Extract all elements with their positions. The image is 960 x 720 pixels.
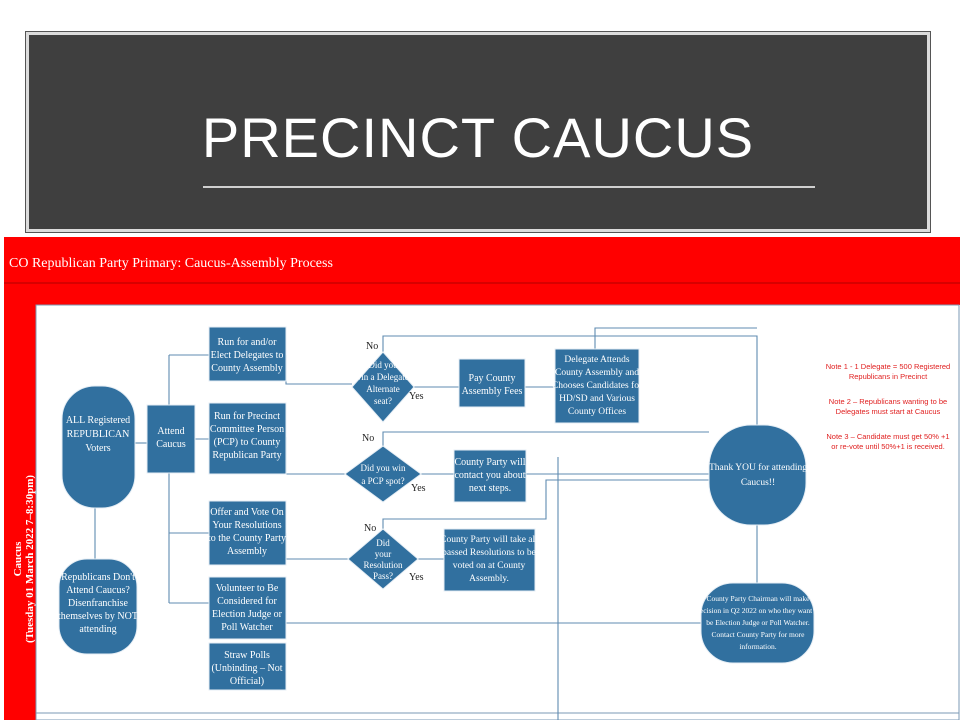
- note1-line-2: Republicans in Precinct: [849, 372, 928, 381]
- chairman-line-5: information.: [739, 642, 776, 651]
- task3-line-3: to the County Party: [208, 533, 286, 544]
- title-underline: [203, 186, 815, 188]
- note2-line-2: Delegates must start at Caucus: [836, 407, 941, 416]
- no-label-2: No: [362, 433, 374, 444]
- not-attend-line-2: Attend Caucus?: [66, 585, 130, 596]
- not-attend-line-1: Republicans Don't: [61, 572, 135, 583]
- task4-line-3: Election Judge or: [212, 609, 283, 620]
- side-band: [4, 305, 36, 720]
- decision2-line-2: a PCP spot?: [361, 476, 404, 486]
- outcome1-line-1: Pay County: [469, 373, 516, 384]
- title-panel: PRECINCT CAUCUS: [25, 31, 931, 233]
- decision1-line-2: win a Delegate/: [355, 372, 412, 382]
- outcome4-line-1: County Party will take all: [440, 535, 538, 545]
- outcome-delegate-attends: [554, 348, 640, 424]
- node-attend-caucus: [146, 404, 196, 474]
- decision3-line-4: Pass?: [373, 571, 393, 581]
- task2-line-3: (PCP) to County: [214, 437, 281, 448]
- task-volunteer: [208, 576, 287, 640]
- start-line-2: REPUBLICAN: [67, 429, 130, 440]
- task3-line-2: Your Resolutions: [212, 520, 281, 531]
- outcome2-line-5: County Offices: [568, 406, 626, 417]
- attend-line-2: Caucus: [156, 439, 186, 450]
- decision-delegate-seat: [351, 351, 415, 423]
- decision3-line-1: Did: [376, 538, 390, 548]
- not-attend-line-4: themselves by NOT: [58, 611, 138, 622]
- attend-line-1: Attend: [157, 426, 184, 437]
- outcome-resolutions-assembly: [443, 528, 536, 592]
- outcome3-line-3: next steps.: [469, 483, 511, 494]
- start-line-3: Voters: [85, 443, 110, 454]
- outcome2-line-4: HD/SD and Various: [559, 394, 635, 404]
- decision2-line-1: Did you win: [361, 463, 407, 473]
- chairman-line-2: decision in Q2 2022 on who they want to: [696, 606, 820, 615]
- node-thank-you: [708, 424, 807, 526]
- task3-line-1: Offer and Vote On: [210, 507, 284, 518]
- no-label-3: No: [364, 523, 376, 534]
- caucus-flowchart: CO Republican Party Primary: Caucus-Asse…: [4, 237, 960, 720]
- header-band: [4, 237, 960, 305]
- note1-line-1: Note 1 - 1 Delegate = 500 Registered: [826, 362, 950, 371]
- task2-line-1: Run for Precinct: [214, 411, 280, 422]
- outcome4-line-3: voted on at County: [453, 561, 526, 571]
- task2-line-4: Republican Party: [212, 450, 281, 461]
- yes-label-1: Yes: [409, 391, 424, 402]
- task5-line-1: Straw Polls: [224, 650, 270, 661]
- task-elect-delegates: [208, 326, 287, 382]
- decision1-line-4: seat?: [374, 396, 392, 406]
- note2-line-1: Note 2 – Republicans wanting to be: [829, 397, 947, 406]
- task-run-pcp: [208, 402, 287, 475]
- decision1-line-1: Did you: [368, 360, 398, 370]
- chairman-line-4: Contact County Party for more: [712, 630, 806, 639]
- diagram-header: CO Republican Party Primary: Caucus-Asse…: [9, 256, 333, 271]
- decision-pcp-spot: [344, 445, 422, 503]
- outcome4-line-4: Assembly.: [469, 574, 509, 584]
- outcome1-line-2: Assembly Fees: [462, 386, 523, 397]
- decision1-line-3: Alternate: [366, 384, 399, 394]
- node-county-chairman: [700, 582, 815, 664]
- task4-line-4: Poll Watcher: [221, 622, 273, 633]
- node-registered-voters: [61, 385, 136, 509]
- note3-line-1: Note 3 – Candidate must get 50% +1: [826, 432, 949, 441]
- thank-you-line-1: Thank YOU for attending: [709, 462, 807, 473]
- decision-resolution-pass: [347, 528, 419, 590]
- task3-line-4: Assembly: [227, 546, 267, 557]
- no-label-1: No: [366, 341, 378, 352]
- task1-line-2: Elect Delegates to: [211, 350, 284, 361]
- task4-line-1: Volunteer to Be: [216, 583, 279, 594]
- outcome3-line-2: contact you about: [454, 470, 525, 481]
- side-label-caucus: Caucus: [12, 541, 24, 577]
- outcome-pay-fees: [458, 358, 526, 408]
- task5-line-3: Official): [230, 676, 264, 687]
- start-line-1: ALL Registered: [66, 415, 130, 426]
- note3-line-2: or re-vote until 50%+1 is received.: [831, 442, 945, 451]
- task-resolutions: [208, 500, 287, 566]
- node-not-attend: [58, 558, 138, 655]
- chairman-line-1: County Party Chairman will make: [707, 594, 811, 603]
- not-attend-line-3: Disenfranchise: [68, 598, 129, 609]
- task1-line-3: County Assembly: [211, 363, 282, 374]
- side-label-date: (Tuesday 01 March 2022 7–8:30pm): [24, 475, 36, 643]
- outcome4-line-2: passed Resolutions to be: [442, 548, 536, 558]
- outcome2-line-3: Chooses Candidates for: [552, 380, 643, 391]
- decision3-line-3: Resolution: [363, 560, 403, 570]
- chairman-line-3: be Election Judge or Poll Watcher.: [706, 618, 810, 627]
- task5-line-2: (Unbinding – Not: [211, 663, 282, 674]
- outcome2-line-1: Delegate Attends: [564, 355, 629, 365]
- yes-label-2: Yes: [411, 483, 426, 494]
- outcome2-line-2: County Assembly and: [555, 368, 639, 378]
- task1-line-1: Run for and/or: [218, 337, 278, 348]
- outcome3-line-1: County Party will: [454, 457, 525, 468]
- task4-line-2: Considered for: [217, 596, 277, 607]
- decision3-line-2: your: [375, 549, 392, 559]
- slide-title: PRECINCT CAUCUS: [201, 106, 755, 169]
- task2-line-2: Committee Person: [210, 424, 284, 435]
- not-attend-line-5: attending: [79, 624, 116, 635]
- thank-you-line-2: Caucus!!: [741, 478, 775, 488]
- yes-label-3: Yes: [409, 572, 424, 583]
- outcome-county-contact: [453, 449, 527, 503]
- task-straw-polls: [208, 642, 287, 691]
